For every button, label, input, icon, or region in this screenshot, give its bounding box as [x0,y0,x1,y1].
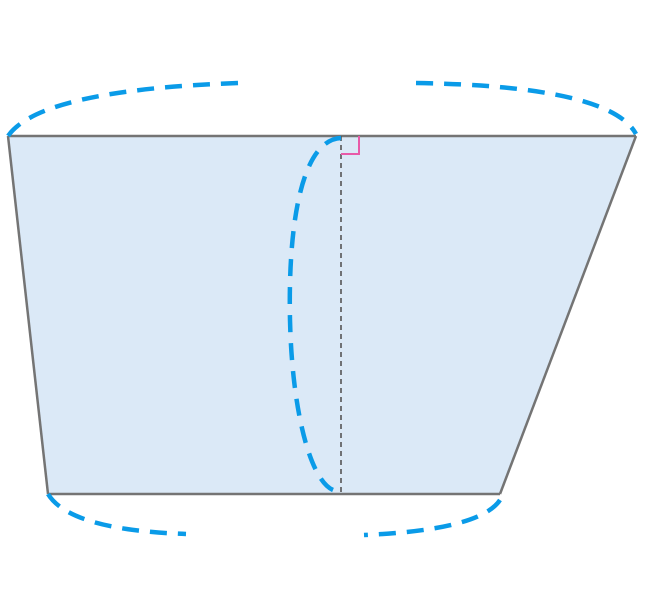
arc-top-left [6,80,239,138]
left-leg [6,135,50,495]
right-angle-marker [341,136,360,155]
trapezoid-fill [8,136,636,494]
arc-center-ellipse [287,135,342,493]
right-leg [498,135,638,495]
arc-bottom-right [363,498,502,538]
arc-bottom-left [46,492,187,537]
arc-top-right [415,80,638,136]
